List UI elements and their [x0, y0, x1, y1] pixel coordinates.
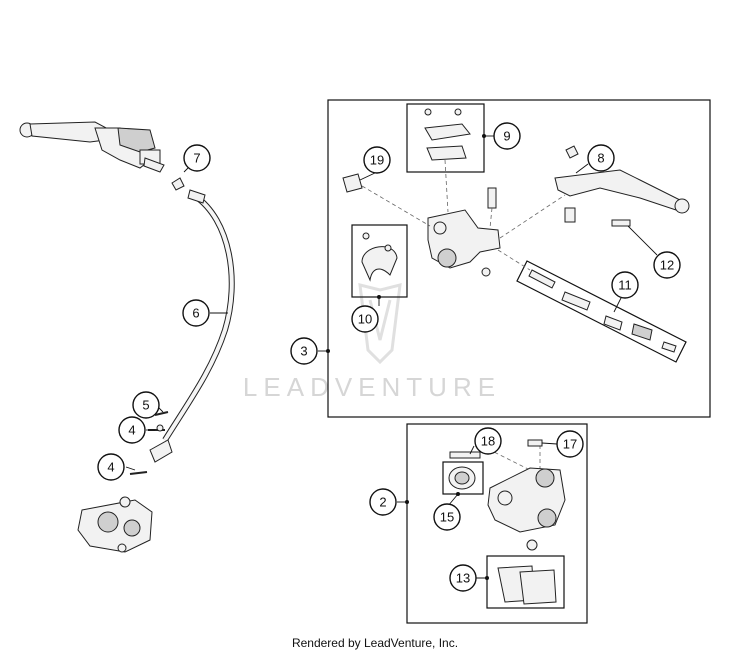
brake-pad-kit-box [486, 555, 565, 609]
callout-5: 5 [132, 391, 160, 419]
exploded-master-cylinder [342, 108, 690, 353]
svg-text:10: 10 [358, 312, 372, 327]
svg-text:4: 4 [128, 423, 135, 438]
watermark: LEADVENTURE [243, 283, 501, 402]
callout-10: 10 [351, 305, 379, 333]
svg-text:3: 3 [300, 344, 307, 359]
exploded-brake-caliper [448, 439, 566, 605]
callout-2: 2 [369, 488, 397, 516]
brake-hose [149, 189, 235, 463]
callout-7: 7 [183, 144, 211, 172]
svg-text:7: 7 [193, 151, 200, 166]
callout-19: 19 [363, 146, 391, 174]
callout-17: 17 [556, 430, 584, 458]
svg-text:11: 11 [618, 278, 632, 293]
svg-text:13: 13 [456, 571, 470, 586]
piston-kit-box [442, 461, 484, 495]
footer-credit: Rendered by LeadVenture, Inc. [291, 636, 459, 650]
watermark-text: LEADVENTURE [243, 372, 501, 402]
svg-text:9: 9 [503, 129, 510, 144]
callout-13: 13 [449, 564, 477, 592]
svg-text:17: 17 [563, 437, 577, 452]
callout-18: 18 [474, 427, 502, 455]
svg-text:2: 2 [379, 495, 386, 510]
callout-9: 9 [493, 122, 521, 150]
assembled-master-cylinder [19, 121, 165, 173]
callout-8: 8 [587, 144, 615, 172]
svg-text:4: 4 [107, 460, 114, 475]
svg-text:8: 8 [597, 151, 604, 166]
piston-repair-kit-box [516, 260, 687, 363]
svg-text:18: 18 [481, 434, 495, 449]
callout-11: 11 [611, 271, 639, 299]
svg-text:12: 12 [660, 258, 674, 273]
svg-text:19: 19 [370, 153, 384, 168]
svg-text:6: 6 [192, 306, 199, 321]
master-cylinder-assembly-box [327, 99, 711, 418]
callout-4-upper: 4 [118, 416, 146, 444]
callout-3: 3 [290, 337, 318, 365]
svg-text:15: 15 [440, 510, 454, 525]
svg-text:5: 5 [142, 398, 149, 413]
brake-caliper-assembly-box [406, 423, 588, 624]
callout-12: 12 [653, 251, 681, 279]
callout-4-lower: 4 [97, 453, 125, 481]
callout-15: 15 [433, 503, 461, 531]
assembled-brake-caliper [77, 496, 153, 553]
callout-6: 6 [182, 299, 210, 327]
